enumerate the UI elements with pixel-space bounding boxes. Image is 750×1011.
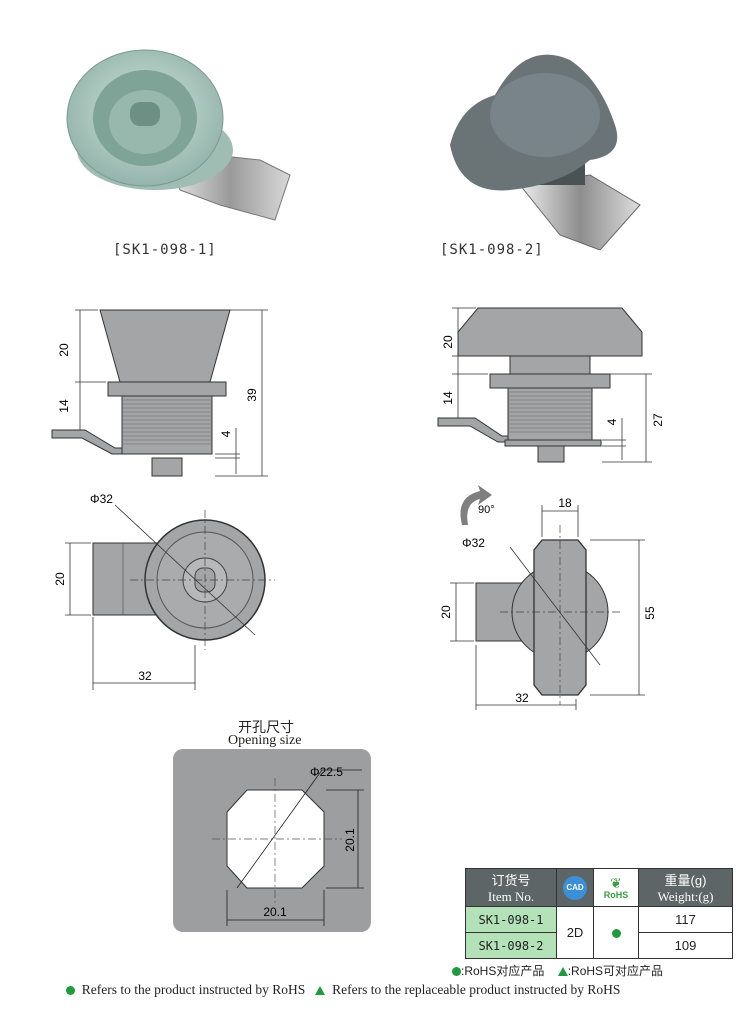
opening-title-cn: 开孔尺寸 [238,719,294,735]
side1-dim-mid: 14 [57,399,71,413]
header-weight: 重量(g) Weight:(g) [638,868,733,907]
header-item: 订货号 Item No. [465,868,557,907]
front2-rotation: 90° [478,504,495,516]
side2-dim-small: 4 [605,418,619,425]
row1-weight: 117 [638,906,733,933]
header-item-cn: 订货号 [491,873,531,888]
product-caption-2: [SK1-098-2] [440,242,544,258]
legend-en-replaceable: Refers to the replaceable product instru… [332,982,621,997]
legend-en-rohs: Refers to the product instructed by RoHS [81,982,306,997]
spec-table: 订货号 Item No. CAD ❦ RoHS 重量(g) Weight:(g)… [465,868,733,959]
row2-item: SK1-098-2 [465,932,557,959]
front-drawing-1: Φ32 20 32 [45,485,275,690]
replaceable-triangle-icon [315,986,326,996]
front2-height: 20 [440,605,453,619]
rotation-arrow-icon [460,485,492,525]
side-drawing-2: 20 14 27 4 [430,300,670,470]
header-rohs: ❦ RoHS [593,868,639,907]
front2-top-width: 18 [558,496,572,510]
cad-icon: CAD [563,875,587,900]
front1-width: 32 [138,669,152,683]
rohs-value [593,906,639,959]
front-drawing-2: 90° 18 Φ32 55 20 32 [439,485,670,710]
legend-cn-replaceable: :RoHS可对应产品 [567,964,664,978]
rohs-label: RoHS [603,889,629,900]
side1-dim-small: 4 [219,430,233,437]
front2-diameter: Φ32 [462,536,485,550]
header-item-en: Item No. [487,889,535,904]
opening-height: 20.1 [343,828,357,852]
front2-width: 32 [515,691,529,705]
front1-diameter: Φ32 [90,492,113,506]
row2-weight: 109 [638,932,733,959]
opening-title-en: Opening size [228,733,302,748]
legend-cn: :RoHS对应产品 :RoHS可对应产品 [452,962,663,979]
side-drawing-1: 20 14 39 4 [40,300,280,480]
product-caption-1: [SK1-098-1] [113,242,217,258]
side1-dim-total: 39 [245,388,259,402]
rohs-dot-icon [452,967,461,977]
opening-diameter: Φ22.5 [310,765,343,779]
product-photo-1 [60,30,300,240]
side2-dim-top: 20 [441,335,455,349]
opening-width: 20.1 [263,905,287,919]
front2-total-height: 55 [643,606,657,620]
replaceable-triangle-icon [557,967,568,977]
rohs-leaf-icon: ❦ [610,874,622,891]
rohs-dot-icon [611,929,621,939]
header-weight-en: Weight:(g) [657,889,714,904]
legend-cn-rohs: :RoHS对应产品 [461,964,545,978]
product-photo-2 [440,35,660,251]
row1-item: SK1-098-1 [465,906,557,933]
header-cad: CAD [556,868,594,907]
legend-en: Refers to the product instructed by RoHS… [66,982,620,998]
side2-dim-total: 27 [651,413,665,427]
rohs-dot-icon [66,986,75,996]
front1-height: 20 [53,572,67,586]
opening-drawing: Φ22.5 20.1 20.1 [172,748,372,933]
header-weight-cn: 重量(g) [664,873,707,888]
side1-dim-top: 20 [57,343,71,357]
side2-dim-mid: 14 [441,391,455,405]
cad-value: 2D [556,906,594,959]
